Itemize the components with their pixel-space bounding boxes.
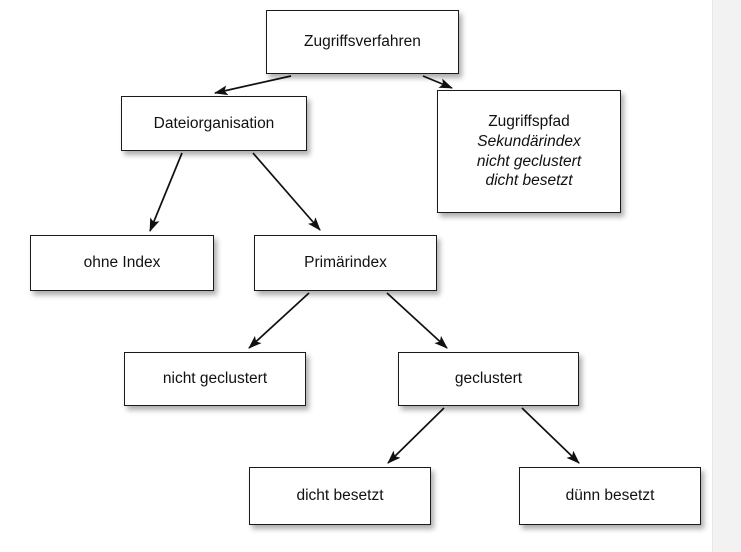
- edge-dateiorganisation-to-ohne-index: [149, 152, 183, 232]
- node-label: geclustert: [454, 370, 523, 388]
- node-ohne-index[interactable]: ohne Index: [30, 235, 214, 291]
- node-nicht-geclustert[interactable]: nicht geclustert: [124, 352, 306, 406]
- node-label: Sekundärindex: [477, 132, 581, 150]
- node-label: Primärindex: [304, 254, 387, 272]
- edge-zugriffsverfahren-to-zugriffspfad: [422, 75, 453, 89]
- node-label: Zugriffsverfahren: [304, 33, 421, 51]
- node-geclustert[interactable]: geclustert: [398, 352, 579, 406]
- right-side-strip: [712, 0, 741, 552]
- node-label: dicht besetzt: [296, 487, 384, 505]
- edge-geclustert-to-duenn-besetzt: [521, 407, 580, 464]
- node-primaerindex[interactable]: Primärindex: [254, 235, 437, 291]
- node-label: Dateiorganisation: [153, 114, 275, 132]
- node-label: Zugriffspfad: [488, 112, 570, 130]
- edge-zugriffsverfahren-to-dateiorganisation: [214, 75, 292, 96]
- node-label: dünn besetzt: [565, 487, 655, 505]
- node-label: nicht geclustert: [162, 370, 268, 388]
- node-label: ohne Index: [83, 254, 161, 272]
- node-dicht-besetzt[interactable]: dicht besetzt: [249, 467, 431, 525]
- node-dateiorganisation[interactable]: Dateiorganisation: [121, 96, 307, 151]
- node-label: dicht besetzt: [485, 172, 573, 190]
- node-duenn-besetzt[interactable]: dünn besetzt: [519, 467, 701, 525]
- edge-dateiorganisation-to-primaerindex: [252, 152, 321, 231]
- edge-primaerindex-to-geclustert: [386, 292, 448, 349]
- edge-geclustert-to-dicht-besetzt: [387, 407, 445, 464]
- node-label: nicht geclustert: [476, 152, 582, 170]
- edge-primaerindex-to-nicht-geclustert: [248, 292, 310, 349]
- node-zugriffsverfahren[interactable]: Zugriffsverfahren: [266, 10, 459, 74]
